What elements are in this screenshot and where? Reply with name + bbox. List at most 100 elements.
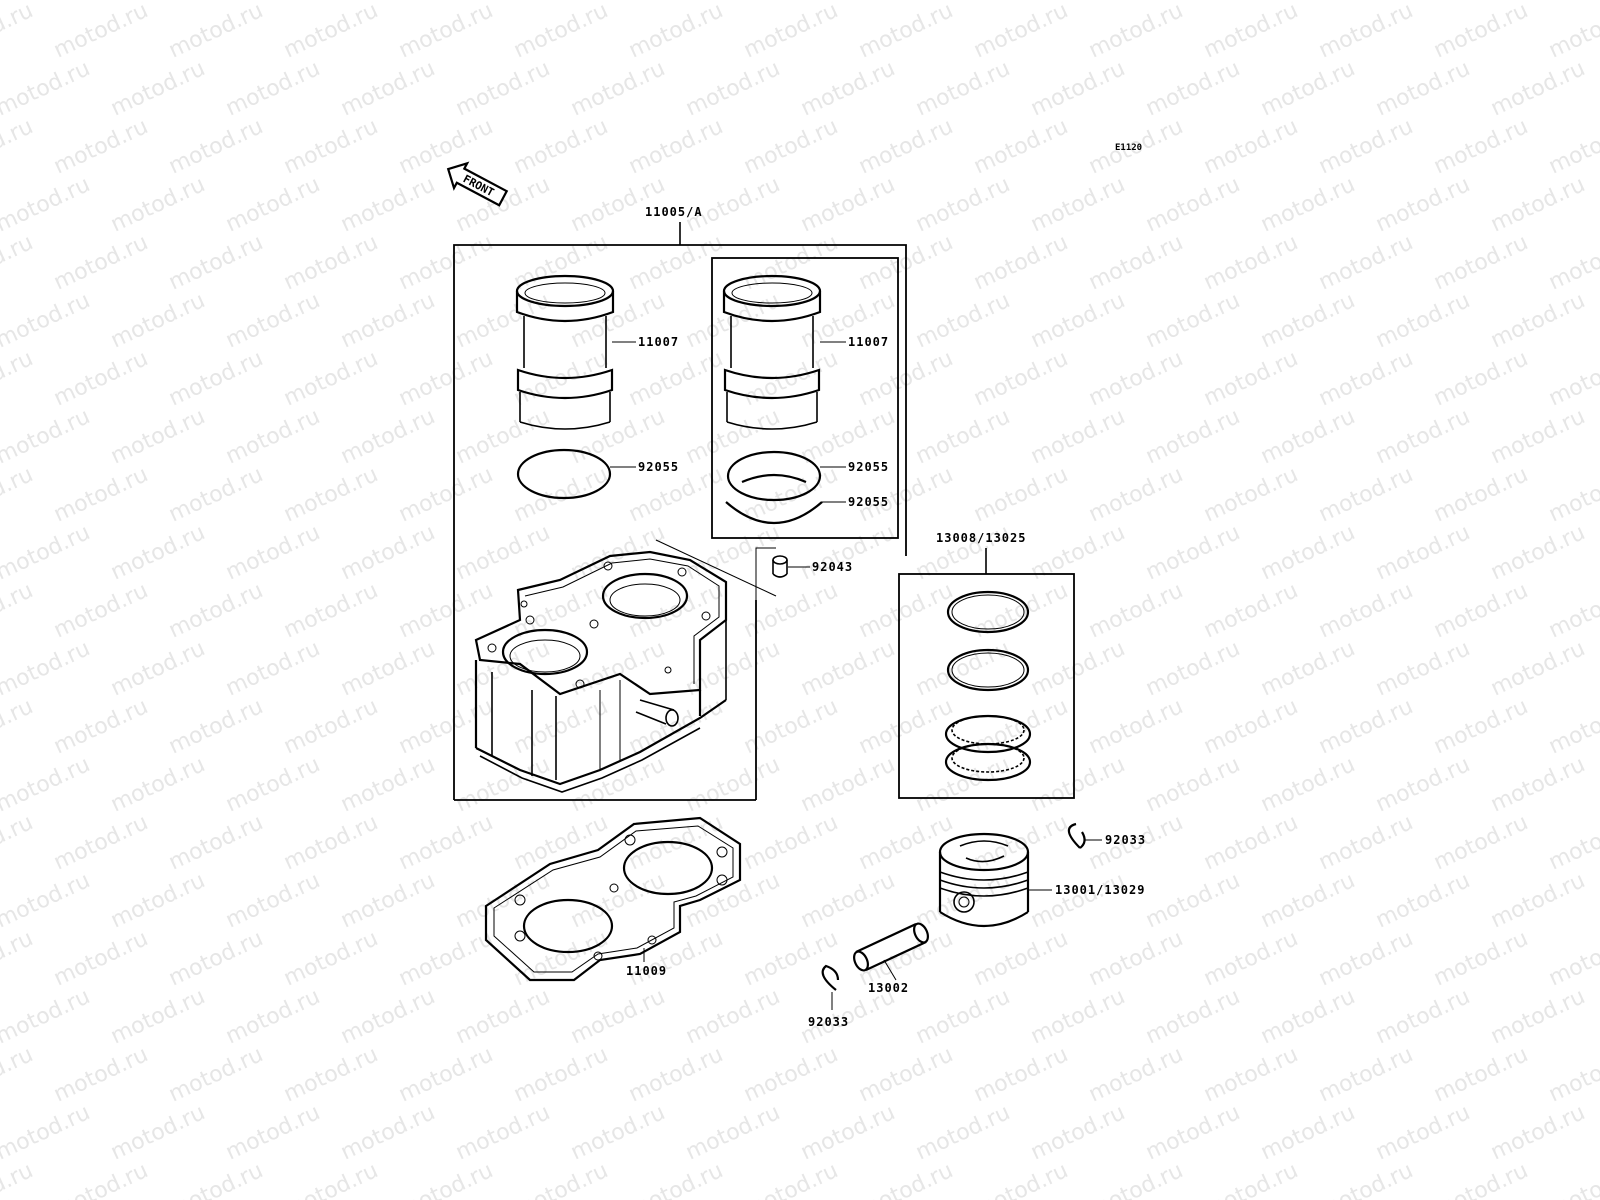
watermark-text: motod.ru bbox=[1257, 520, 1359, 585]
watermark-text: motod.ru bbox=[1315, 230, 1417, 295]
circlip-right bbox=[1067, 822, 1081, 849]
watermark-text: motod.ru bbox=[1027, 288, 1129, 353]
watermark-text: motod.ru bbox=[395, 0, 497, 63]
watermark-text: motod.ru bbox=[1315, 578, 1417, 643]
watermark-text: motod.ru bbox=[337, 0, 439, 5]
watermark-text: motod.ru bbox=[1142, 56, 1244, 121]
watermark-text: motod.ru bbox=[165, 346, 267, 411]
watermark-text: motod.ru bbox=[1315, 1042, 1417, 1107]
watermark-text: motod.ru bbox=[797, 868, 899, 933]
watermark-text: motod.ru bbox=[1430, 0, 1532, 63]
watermark-text: motod.ru bbox=[1142, 636, 1244, 701]
watermark-text: motod.ru bbox=[0, 404, 94, 469]
watermark-text: motod.ru bbox=[1315, 346, 1417, 411]
watermark-text: motod.ru bbox=[222, 752, 324, 817]
watermark-text: motod.ru bbox=[1315, 694, 1417, 759]
dowel-pin bbox=[772, 555, 788, 578]
watermark-text: motod.ru bbox=[1257, 0, 1359, 5]
watermark-text: motod.ru bbox=[1487, 984, 1589, 1049]
watermark-text: motod.ru bbox=[1430, 694, 1532, 759]
watermark-text: motod.ru bbox=[1200, 0, 1302, 63]
label-92055-left: 92055 bbox=[638, 460, 679, 474]
watermark-text: motod.ru bbox=[625, 694, 727, 759]
watermark-text: motod.ru bbox=[107, 636, 209, 701]
watermark-text: motod.ru bbox=[50, 926, 152, 991]
watermark-text: motod.ru bbox=[1430, 462, 1532, 527]
watermark-text: motod.ru bbox=[50, 0, 152, 63]
watermark-text: motod.ru bbox=[1085, 0, 1187, 63]
watermark-text: motod.ru bbox=[740, 346, 842, 411]
watermark-text: motod.ru bbox=[1027, 520, 1129, 585]
watermark-text: motod.ru bbox=[165, 1042, 267, 1107]
watermark-text: motod.ru bbox=[740, 810, 842, 875]
watermark-text: motod.ru bbox=[510, 1042, 612, 1107]
watermark-text: motod.ru bbox=[0, 172, 94, 237]
watermark-text: motod.ru bbox=[510, 1158, 612, 1200]
watermark-text: motod.ru bbox=[855, 1158, 957, 1200]
watermark-text: motod.ru bbox=[1027, 172, 1129, 237]
watermark-text: motod.ru bbox=[0, 1158, 37, 1200]
watermark-text: motod.ru bbox=[797, 172, 899, 237]
watermark-text: motod.ru bbox=[1027, 1100, 1129, 1165]
watermark-text: motod.ru bbox=[912, 1100, 1014, 1165]
watermark-text: motod.ru bbox=[165, 578, 267, 643]
watermark-text: motod.ru bbox=[912, 0, 1014, 5]
watermark-text: motod.ru bbox=[1545, 694, 1600, 759]
watermark-text: motod.ru bbox=[1085, 1042, 1187, 1107]
watermark-text: motod.ru bbox=[1430, 926, 1532, 991]
label-11007-right: 11007 bbox=[848, 335, 889, 349]
watermark-text: motod.ru bbox=[337, 984, 439, 1049]
base-gasket bbox=[484, 816, 742, 982]
watermark-text: motod.ru bbox=[452, 0, 554, 5]
watermark-text: motod.ru bbox=[855, 114, 957, 179]
label-92043: 92043 bbox=[812, 560, 853, 574]
label-11005a: 11005/A bbox=[645, 205, 703, 219]
watermark-text: motod.ru bbox=[0, 462, 37, 527]
watermark-text: motod.ru bbox=[912, 288, 1014, 353]
watermark-text: motod.ru bbox=[1430, 114, 1532, 179]
label-92055-right-lower: 92055 bbox=[848, 495, 889, 509]
watermark-text: motod.ru bbox=[0, 636, 94, 701]
watermark-text: motod.ru bbox=[625, 1158, 727, 1200]
watermark-text: motod.ru bbox=[1487, 404, 1589, 469]
watermark-text: motod.ru bbox=[0, 288, 94, 353]
watermark-text: motod.ru bbox=[510, 810, 612, 875]
watermark-text: motod.ru bbox=[510, 0, 612, 63]
watermark-text: motod.ru bbox=[970, 0, 1072, 63]
watermark-text: motod.ru bbox=[395, 1042, 497, 1107]
watermark-text: motod.ru bbox=[0, 230, 37, 295]
watermark-text: motod.ru bbox=[1142, 984, 1244, 1049]
watermark-text: motod.ru bbox=[970, 1158, 1072, 1200]
watermark-text: motod.ru bbox=[337, 172, 439, 237]
piston-ring-set-box: 13008/13025 bbox=[898, 531, 1075, 799]
watermark-text: motod.ru bbox=[1545, 114, 1600, 179]
watermark-text: motod.ru bbox=[395, 114, 497, 179]
watermark-text: motod.ru bbox=[280, 346, 382, 411]
watermark-text: motod.ru bbox=[1142, 288, 1244, 353]
watermark-text: motod.ru bbox=[1372, 288, 1474, 353]
watermark-text: motod.ru bbox=[912, 172, 1014, 237]
watermark-text: motod.ru bbox=[682, 1100, 784, 1165]
watermark-text: motod.ru bbox=[0, 810, 37, 875]
watermark-text: motod.ru bbox=[510, 694, 612, 759]
watermark-text: motod.ru bbox=[797, 56, 899, 121]
watermark-text: motod.ru bbox=[567, 56, 669, 121]
oil-ring bbox=[944, 714, 1032, 782]
watermark-text: motod.ru bbox=[280, 1158, 382, 1200]
watermark-text: motod.ru bbox=[1085, 926, 1187, 991]
watermark-text: motod.ru bbox=[740, 0, 842, 63]
watermark-text: motod.ru bbox=[1315, 1158, 1417, 1200]
watermark-text: motod.ru bbox=[1315, 926, 1417, 991]
watermark-text: motod.ru bbox=[395, 810, 497, 875]
watermark-text: motod.ru bbox=[855, 578, 957, 643]
watermark-text: motod.ru bbox=[0, 56, 94, 121]
watermark-text: motod.ru bbox=[280, 0, 382, 63]
o-ring-right-lower bbox=[725, 501, 823, 524]
watermark-text: motod.ru bbox=[0, 1100, 94, 1165]
watermark-text: motod.ru bbox=[1200, 114, 1302, 179]
watermark-text: motod.ru bbox=[797, 636, 899, 701]
watermark-text: motod.ru bbox=[1315, 114, 1417, 179]
watermark-text: motod.ru bbox=[1200, 578, 1302, 643]
watermark-text: motod.ru bbox=[1487, 520, 1589, 585]
